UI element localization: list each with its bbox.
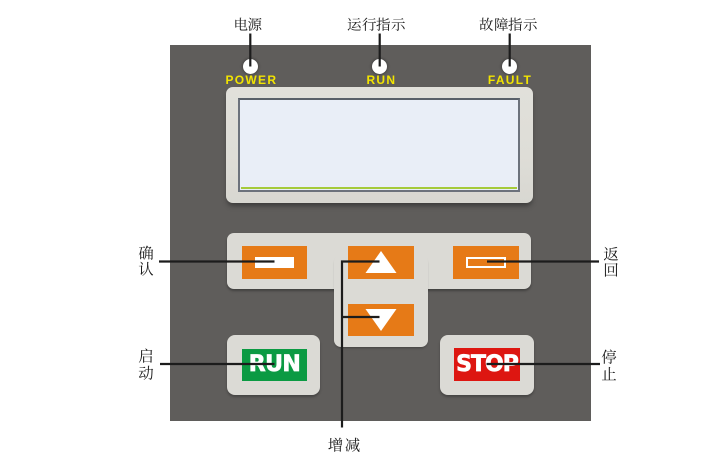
annotation-fault-indicator-label: 故障指示 — [479, 17, 537, 32]
run-button[interactable]: RUN — [242, 348, 307, 381]
annotation-confirm-label: 确认 — [138, 245, 154, 277]
annotation-increase-decrease-label: 增减 — [328, 437, 361, 453]
run-led-label: RUN — [366, 72, 397, 87]
stop-button[interactable]: STOP — [454, 348, 520, 381]
lcd-screen-bottom-line — [241, 187, 517, 189]
annotation-back-label: 返回 — [603, 246, 619, 278]
power-led-label: POWER — [225, 72, 278, 87]
triangle-up-icon — [365, 251, 397, 273]
confirm-button[interactable] — [242, 245, 307, 279]
run-led — [372, 59, 388, 75]
power-led — [242, 59, 258, 75]
down-button[interactable] — [348, 303, 414, 336]
triangle-down-icon — [365, 308, 397, 331]
annotation-stop-label: 停止 — [601, 349, 617, 382]
annotation-power-label: 电源 — [233, 17, 262, 32]
lcd-screen — [238, 98, 520, 192]
hollow-dash-icon — [466, 256, 506, 268]
fault-led — [502, 59, 518, 75]
up-button[interactable] — [348, 245, 414, 279]
annotation-run-indicator-label: 运行指示 — [347, 17, 405, 32]
solid-dash-icon — [255, 257, 294, 268]
annotation-start-label: 启动 — [138, 348, 154, 380]
fault-led-label: FAULT — [487, 72, 533, 87]
lcd-frame — [226, 87, 533, 203]
back-button[interactable] — [453, 245, 519, 279]
